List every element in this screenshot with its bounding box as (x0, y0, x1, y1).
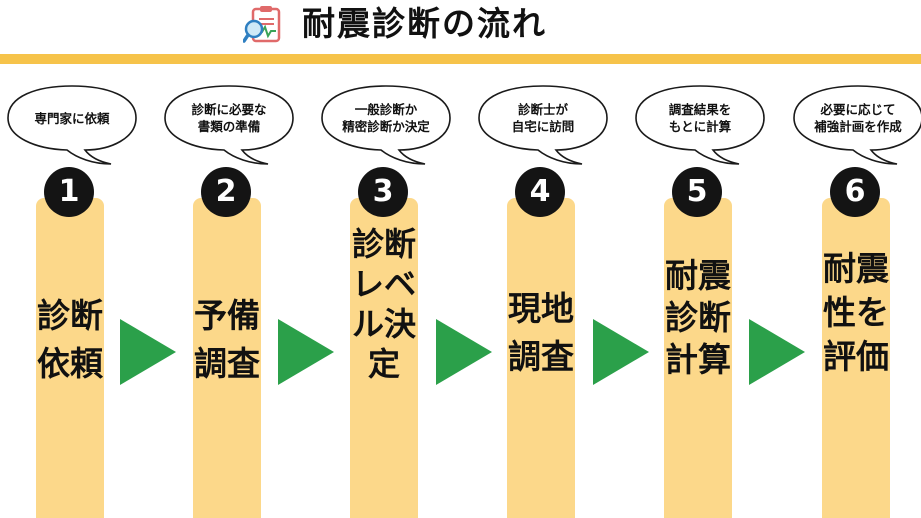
step-1: 専門家に依頼 1 診断依頼 (0, 0, 160, 518)
step-label: 耐震性を評価 (823, 249, 889, 376)
speech-bubble: 一般診断か 精密診断か決定 (317, 82, 455, 168)
step-column (36, 198, 104, 518)
bubble-text: 調査結果を もとに計算 (668, 102, 732, 134)
step-number-badge: 3 (358, 167, 408, 217)
step-number-badge: 1 (44, 167, 94, 217)
clipboard-magnifier-icon (242, 5, 283, 45)
triangle-arrow-icon (593, 319, 649, 385)
triangle-arrow-icon (120, 319, 176, 385)
step-label: 現地調査 (508, 289, 574, 376)
step-label: 診断レベル決定 (351, 225, 416, 383)
step-3: 一般診断か 精密診断か決定 3 診断レベル決定 (314, 0, 474, 518)
step-number-badge: 5 (672, 167, 722, 217)
step-column (193, 198, 261, 518)
speech-bubble: 専門家に依頼 (3, 82, 141, 168)
accent-band (0, 54, 921, 64)
step-2: 診断に必要な 書類の準備 2 予備調査 (157, 0, 317, 518)
speech-bubble: 必要に応じて 補強計画を作成 (789, 82, 921, 168)
bubble-text: 一般診断か 精密診断か決定 (342, 102, 430, 134)
header: 耐震診断の流れ (0, 0, 921, 48)
step-4: 診断士が 自宅に訪問 4 現地調査 (471, 0, 631, 518)
step-column (350, 198, 418, 518)
step-number-badge: 2 (201, 167, 251, 217)
step-number-badge: 6 (830, 167, 880, 217)
step-label: 予備調査 (194, 296, 260, 383)
step-column (822, 198, 890, 518)
speech-bubble: 調査結果を もとに計算 (631, 82, 769, 168)
step-label: 診断依頼 (37, 296, 103, 383)
step-column (664, 198, 732, 518)
bubble-text: 必要に応じて 補強計画を作成 (814, 102, 902, 134)
page-title: 耐震診断の流れ (302, 4, 547, 43)
step-5: 調査結果を もとに計算 5 耐震診断計算 (628, 0, 788, 518)
step-6: 必要に応じて 補強計画を作成 6 耐震性を評価 (786, 0, 921, 518)
bubble-text: 専門家に依頼 (34, 110, 110, 126)
step-label: 耐震診断計算 (665, 256, 731, 379)
triangle-arrow-icon (749, 319, 805, 385)
triangle-arrow-icon (436, 319, 492, 385)
speech-bubble: 診断士が 自宅に訪問 (474, 82, 612, 168)
triangle-arrow-icon (278, 319, 334, 385)
bubble-text: 診断士が 自宅に訪問 (511, 102, 575, 134)
step-number-badge: 4 (515, 167, 565, 217)
step-column (507, 198, 575, 518)
speech-bubble: 診断に必要な 書類の準備 (160, 82, 298, 168)
bubble-text: 診断に必要な 書類の準備 (191, 102, 267, 134)
